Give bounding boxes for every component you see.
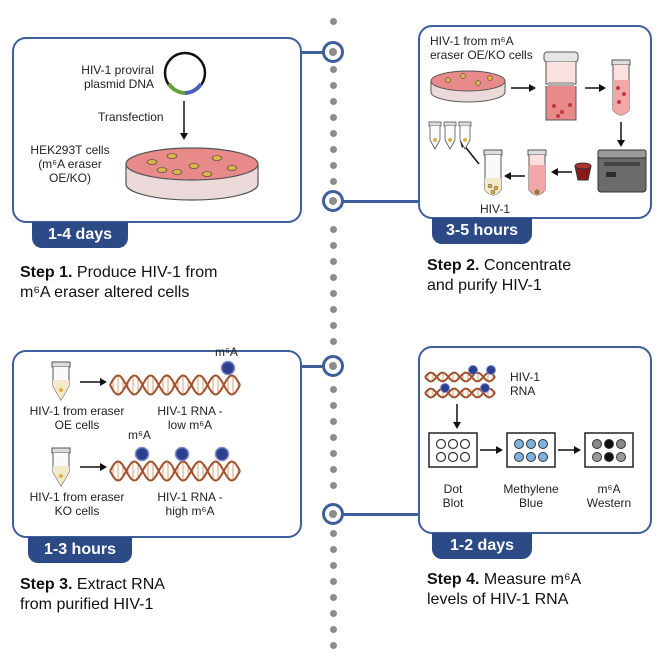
timeline-dot [330, 434, 337, 441]
timeline-dot [330, 242, 337, 249]
oe-arrow [80, 378, 107, 386]
step4-rna-label: HIV-1 RNA [510, 370, 541, 398]
arrow-down-to-centrifuge [617, 122, 625, 147]
tube-icon [611, 59, 631, 116]
connector-step1 [300, 51, 324, 54]
plasmid-icon [163, 51, 207, 95]
arrow-to-centrifuged-tube [551, 168, 572, 176]
timeline-dot [330, 450, 337, 457]
step4-caption: Step 4. Measure m⁶A levels of HIV-1 RNA [427, 571, 582, 608]
timeline-dot [330, 386, 337, 393]
methylene-blue-label: Methylene Blue [503, 482, 559, 510]
centrifuged-tube-icon [527, 149, 547, 196]
step3-duration-badge: 1-3 hours [28, 537, 132, 563]
arrow-to-tube [585, 84, 606, 92]
ko-arrow [80, 463, 107, 471]
rotor-icon [574, 162, 592, 181]
timeline-dot [330, 306, 337, 313]
timeline-dot [330, 258, 337, 265]
m6a-label-top: m⁶A [215, 345, 238, 359]
m6a-marker-icon [220, 360, 236, 376]
ultracentrifuge-icon [597, 149, 647, 193]
arrow-to-methylene-blue [480, 446, 503, 454]
arrow-to-western [558, 446, 581, 454]
timeline-node-step3 [322, 355, 344, 377]
connector-step2 [342, 200, 418, 203]
timeline-dot [330, 578, 337, 585]
arrow-to-pellet-tube [504, 172, 525, 180]
step3-caption: Step 3. Extract RNA from purified HIV-1 [20, 576, 165, 613]
ko-tube-icon [51, 447, 71, 488]
pellet-tube-icon [483, 149, 503, 196]
timeline-dot [330, 402, 337, 409]
culture-dish-icon [125, 147, 259, 201]
methylene-blue-membrane-icon [506, 432, 556, 468]
timeline-dot [330, 66, 337, 73]
filter-unit-icon [543, 51, 579, 121]
plasmid-label: HIV-1 proviral plasmid DNA [81, 63, 154, 91]
oe-source-label: HIV-1 from eraser OE cells [29, 404, 125, 432]
oe-tube-icon [51, 361, 71, 402]
timeline-node-step2 [322, 190, 344, 212]
transfection-label: Transfection [98, 110, 164, 124]
timeline-dot [330, 466, 337, 473]
timeline-dot [330, 610, 337, 617]
timeline-dot [330, 546, 337, 553]
timeline-dot [330, 642, 337, 649]
rna-with-m6a-icon [424, 365, 496, 399]
timeline-node-step4 [322, 503, 344, 525]
timeline-dot [330, 146, 337, 153]
m6a-markers-high-icon [134, 446, 230, 462]
connector-step4 [342, 513, 418, 516]
timeline-dot [330, 130, 337, 137]
step2-source-label: HIV-1 from m⁶A eraser OE/KO cells [430, 34, 533, 62]
step1-caption: Step 1. Produce HIV-1 from m⁶A eraser al… [20, 264, 218, 301]
timeline-dot [330, 18, 337, 25]
m6a-western-label: m⁶A Western [586, 482, 632, 510]
timeline-dot [330, 482, 337, 489]
timeline-dot [330, 226, 337, 233]
m6a-western-membrane-icon [584, 432, 634, 468]
dot-blot-membrane-icon [428, 432, 478, 468]
step2-product-label: HIV-1 [480, 202, 511, 216]
transfection-arrow [180, 101, 188, 140]
timeline-dot [330, 626, 337, 633]
step2-duration-badge: 3-5 hours [432, 218, 532, 244]
timeline-dot [330, 530, 337, 537]
dot-blot-label: Dot Blot [442, 482, 464, 510]
low-m6a-label: HIV-1 RNA - low m⁶A [157, 404, 223, 432]
timeline-dot [330, 562, 337, 569]
aliquot-tubes-icon [428, 121, 472, 150]
timeline-dot [330, 338, 337, 345]
high-m6a-label: HIV-1 RNA - high m⁶A [157, 490, 223, 518]
high-m6a-rna-icon [109, 460, 241, 482]
m6a-label-mid: m⁶A [128, 428, 151, 442]
timeline-dot [330, 418, 337, 425]
timeline-dot [330, 322, 337, 329]
connector-step3 [300, 365, 324, 368]
timeline-dot [330, 594, 337, 601]
cells-label: HEK293T cells (m⁶A eraser OE/KO) [30, 143, 110, 185]
timeline-dot [330, 162, 337, 169]
step1-duration-badge: 1-4 days [32, 222, 128, 248]
timeline-dot [330, 82, 337, 89]
low-m6a-rna-icon [109, 374, 241, 396]
ko-source-label: HIV-1 from eraser KO cells [29, 490, 125, 518]
arrow-down-to-membrane [453, 404, 461, 429]
timeline-dot [330, 178, 337, 185]
step2-caption: Step 2. Concentrate and purify HIV-1 [427, 257, 572, 294]
culture-dish-small-icon [430, 70, 506, 103]
timeline-dot [330, 98, 337, 105]
step4-duration-badge: 1-2 days [432, 533, 532, 559]
arrow-to-filter [511, 84, 536, 92]
timeline-dot [330, 290, 337, 297]
timeline-dot [330, 114, 337, 121]
timeline-node-step2-top [322, 41, 344, 63]
timeline-dot [330, 274, 337, 281]
